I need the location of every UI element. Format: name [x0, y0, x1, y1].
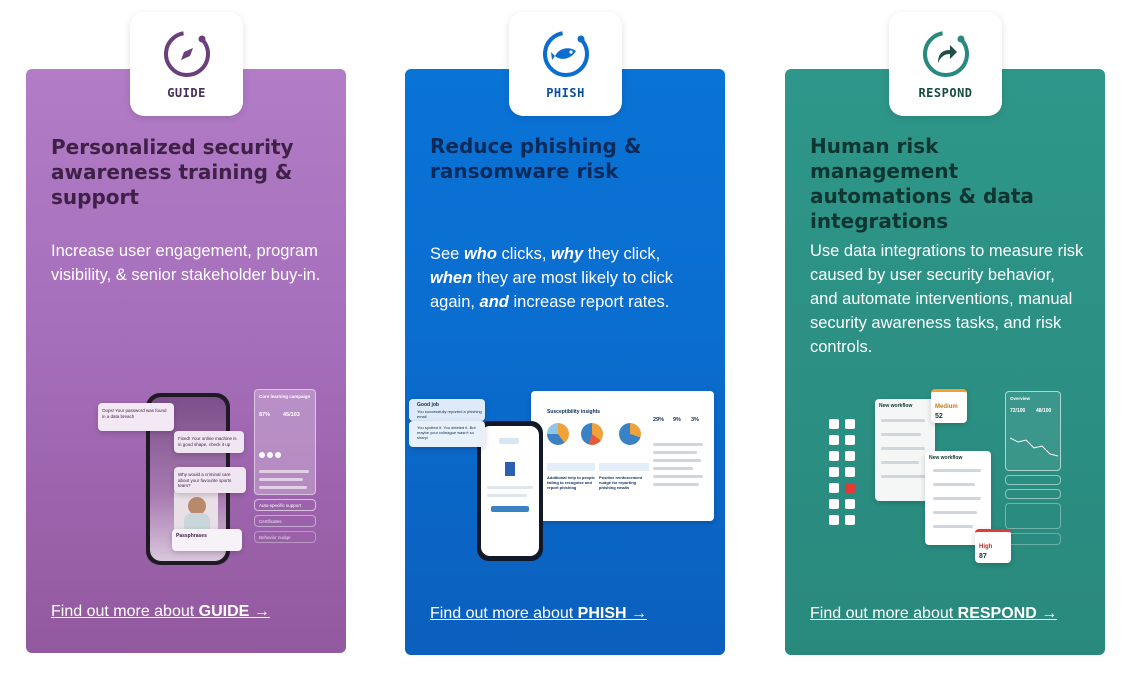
- overview-row-2: [1005, 489, 1061, 499]
- overview-row-4: [1005, 533, 1061, 545]
- video-caption-card: Passphrases: [172, 529, 242, 551]
- guide-badge-label: GUIDE: [167, 86, 206, 100]
- respond-badge: RESPOND: [889, 12, 1002, 116]
- side-item-certificates: Certificates: [254, 515, 316, 527]
- guide-cta-prefix: Find out more about: [51, 603, 199, 620]
- guide-description: Increase user engagement, program visibi…: [51, 242, 321, 284]
- arrow-right-icon: →: [626, 605, 647, 622]
- respond-description: Use data integrations to measure risk ca…: [810, 242, 1084, 356]
- respond-title: Human risk management automations & data…: [810, 134, 1034, 233]
- respond-badge-label: RESPOND: [918, 86, 973, 100]
- phish-title: Reduce phishing & ransomware risk: [430, 134, 642, 183]
- trend-line: [1010, 437, 1058, 457]
- phish-badge: PHISH: [509, 12, 622, 116]
- chat-bubble-question: Why would a criminal care about your fav…: [174, 467, 246, 493]
- integration-icons: [827, 419, 861, 559]
- guide-cta-product: GUIDE: [198, 603, 250, 620]
- phish-card: Reduce phishing & ransomware risk See wh…: [405, 69, 725, 655]
- susceptibility-dashboard: Susceptibility insights 29% 9% 3% Additi…: [531, 391, 714, 521]
- risk-score-medium: Medium 52: [931, 389, 967, 423]
- chat-bubble-breach: Oops! Your password was found in a data …: [98, 403, 174, 431]
- fish-icon: [542, 31, 589, 77]
- overview-panel: Overview 72/100 48/100: [1005, 391, 1061, 471]
- overview-row-3: [1005, 503, 1061, 529]
- phish-description: See who clicks, why they click, when the…: [430, 245, 673, 311]
- phone-frame: [477, 421, 543, 561]
- video-thumbnail: [174, 489, 218, 533]
- phish-product-mockup: Susceptibility insights 29% 9% 3% Additi…: [409, 389, 715, 565]
- compass-icon: [163, 31, 210, 77]
- respond-cta-link[interactable]: Find out more about RESPOND →: [810, 604, 1057, 624]
- guide-card: Personalized security awareness training…: [26, 69, 346, 653]
- guide-title: Personalized security awareness training…: [51, 135, 294, 209]
- guide-cta-link[interactable]: Find out more about GUIDE →: [51, 602, 270, 622]
- side-item-nudge: Behavior nudge: [254, 531, 316, 543]
- side-item-support: Auto-specific support: [254, 499, 316, 511]
- toast-spotted: You spotted it. You deleted it. But mayb…: [409, 421, 485, 447]
- redirect-arrow-icon: [922, 31, 969, 77]
- chat-bubble-fixed: Fixed! Your online machine is in good sh…: [174, 431, 244, 453]
- toast-good-job: Good job You successfully reported a phi…: [409, 399, 485, 421]
- phish-cta-prefix: Find out more about: [430, 605, 578, 622]
- arrow-right-icon: →: [1036, 605, 1058, 622]
- respond-cta-prefix: Find out more about: [810, 605, 958, 622]
- respond-card: Human risk management automations & data…: [785, 69, 1105, 655]
- phish-cta-product: PHISH: [577, 605, 627, 622]
- guide-badge: GUIDE: [130, 12, 243, 116]
- respond-cta-product: RESPOND: [957, 605, 1037, 622]
- guide-product-mockup: Oops! Your password was found in a data …: [96, 389, 321, 569]
- arrow-right-icon: →: [249, 603, 270, 620]
- overview-row-1: [1005, 475, 1061, 485]
- campaign-side-panel: Core learning campaign 87% 45/103: [254, 389, 316, 495]
- phish-cta-link[interactable]: Find out more about PHISH →: [430, 604, 647, 624]
- respond-product-mockup: New workflow Medium 52 New workflow High…: [825, 389, 1065, 569]
- phish-badge-label: PHISH: [546, 86, 585, 100]
